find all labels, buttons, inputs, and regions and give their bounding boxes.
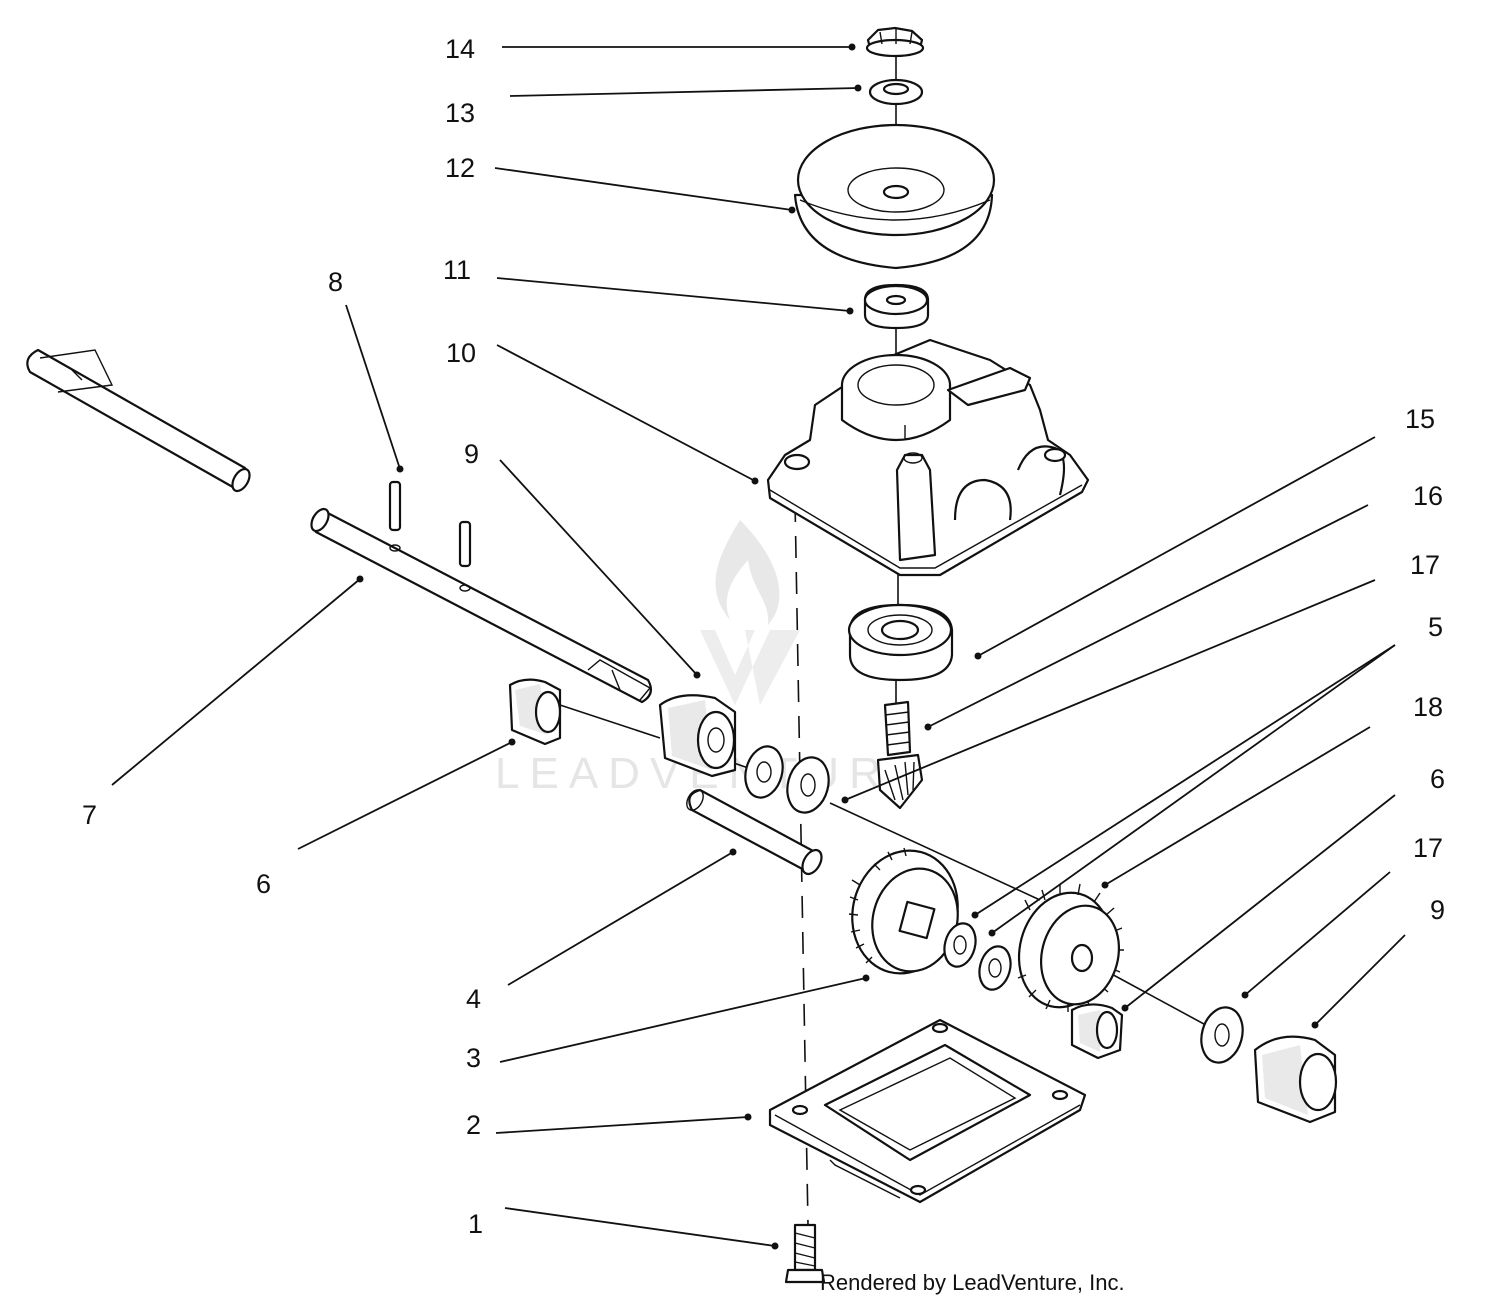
roll-pins [388,480,472,592]
callout-label: 16 [1413,481,1443,511]
callout-label: 12 [445,153,475,183]
callout-label: 6 [256,869,271,899]
callout-labels: 14 13 12 11 10 15 16 17 5 18 6 17 9 9 8 … [82,34,1445,1239]
screw [784,1223,826,1284]
callout-label: 10 [446,338,476,368]
callout-label: 17 [1413,833,1443,863]
callout-label: 2 [466,1110,481,1140]
watermark-v-icon [700,630,800,705]
thrust-washer-right [1200,1006,1244,1064]
callout-label: 17 [1410,550,1440,580]
washers-middle [744,745,830,814]
callout-label: 6 [1430,764,1445,794]
callout-label: 9 [464,439,479,469]
callout-label: 8 [328,267,343,297]
callout-label: 11 [443,255,471,285]
bushing-middle [658,694,737,778]
pulley [793,123,996,270]
flange-nut [865,26,925,58]
callout-label: 1 [468,1209,483,1239]
credit-text: Rendered by LeadVenture, Inc. [820,1270,1125,1295]
ball-bearing [847,603,954,682]
upper-bushing [863,283,930,330]
top-washer [868,78,924,106]
callout-label: 18 [1413,692,1443,722]
callout-label: 13 [445,98,475,128]
washers-right [943,922,1012,991]
callout-label: 4 [466,984,481,1014]
leader-lines [111,43,1406,1250]
cover-plate [768,1018,1087,1204]
callout-label: 7 [82,800,97,830]
callout-label: 14 [445,34,475,64]
callout-label: 5 [1428,612,1443,642]
output-shaft-left [26,348,251,493]
spur-gear [1017,883,1124,1012]
callout-label: 9 [1430,895,1445,925]
watermark-flame-icon [715,520,780,625]
gear-case-housing [766,338,1090,577]
large-bevel-gear [848,847,959,975]
input-shaft [686,788,823,876]
bushing-right [1070,1003,1124,1060]
callout-label: 15 [1405,404,1435,434]
bushing-left [508,678,562,746]
bushing-far-right [1253,1035,1338,1124]
callout-label: 3 [466,1043,481,1073]
axle-shaft [310,507,653,704]
